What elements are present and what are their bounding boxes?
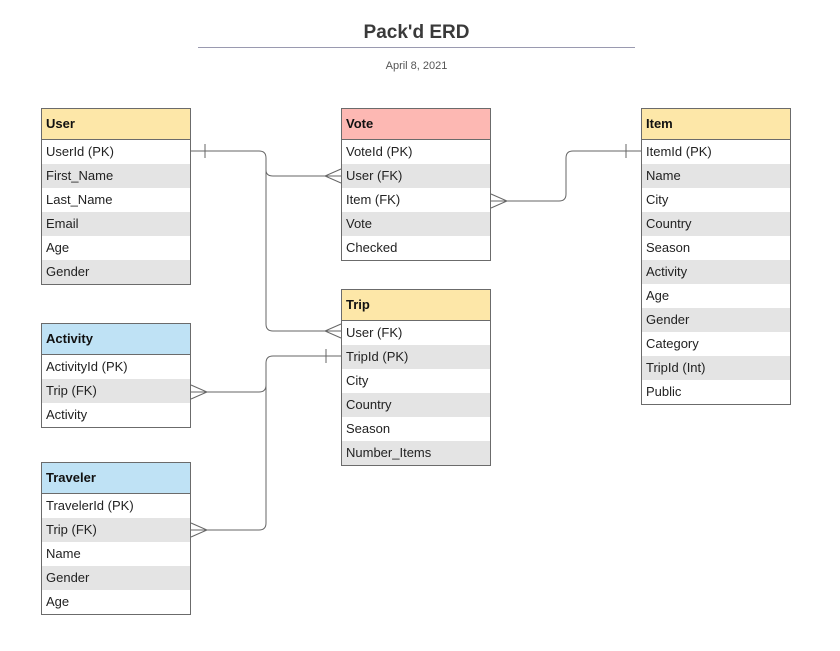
field-row: Age	[46, 594, 70, 609]
field-row: Activity	[46, 407, 88, 422]
entity-vote[interactable]: Vote VoteId (PK) User (FK) Item (FK) Vot…	[341, 108, 491, 261]
crowfoot-marker	[490, 193, 509, 209]
diagram-title: Pack'd ERD	[198, 22, 635, 48]
field-row: City	[346, 373, 369, 388]
field-row: Gender	[42, 260, 190, 284]
relationship-user-vote[interactable]	[191, 150, 341, 177]
field-row: TravelerId (PK)	[46, 498, 134, 513]
field-row: Name	[642, 164, 790, 188]
entity-traveler[interactable]: Traveler TravelerId (PK) Trip (FK) Name …	[41, 462, 191, 615]
entity-header: Trip	[342, 290, 490, 321]
field-row: City	[646, 192, 669, 207]
field-row: First_Name	[42, 164, 190, 188]
field-row: Country	[642, 212, 790, 236]
entity-header: Item	[642, 109, 790, 140]
field-row: Last_Name	[46, 192, 113, 207]
relationship-item-vote[interactable]	[491, 150, 641, 202]
field-row: TripId (PK)	[342, 345, 490, 369]
crowfoot-marker	[190, 384, 209, 400]
entity-user[interactable]: User UserId (PK) First_Name Last_Name Em…	[41, 108, 191, 285]
entity-header: Activity	[42, 324, 190, 355]
entity-item[interactable]: Item ItemId (PK) Name City Country Seaso…	[641, 108, 791, 405]
field-row: ItemId (PK)	[646, 144, 712, 159]
field-row: User (FK)	[342, 164, 490, 188]
field-row: Category	[646, 336, 699, 351]
field-row: Age	[46, 240, 70, 255]
entity-activity[interactable]: Activity ActivityId (PK) Trip (FK) Activ…	[41, 323, 191, 428]
field-row: Season	[346, 421, 391, 436]
crowfoot-marker	[323, 168, 342, 184]
field-row: Checked	[346, 240, 398, 255]
relationship-trip-traveler[interactable]	[191, 385, 267, 531]
field-row: TripId (Int)	[642, 356, 790, 380]
field-row: Number_Items	[342, 441, 490, 465]
field-row: Vote	[342, 212, 490, 236]
field-row: UserId (PK)	[46, 144, 114, 159]
field-row: Season	[646, 240, 691, 255]
crowfoot-marker	[323, 323, 342, 339]
entity-trip[interactable]: Trip User (FK) TripId (PK) City Country …	[341, 289, 491, 466]
field-row: Gender	[642, 308, 790, 332]
field-row: Trip (FK)	[42, 518, 190, 542]
field-row: Activity	[642, 260, 790, 284]
field-row: Age	[646, 288, 670, 303]
relationship-user-trip[interactable]	[265, 170, 341, 332]
field-row: VoteId (PK)	[346, 144, 413, 159]
entity-header: User	[42, 109, 190, 140]
entity-header: Traveler	[42, 463, 190, 494]
entity-header: Vote	[342, 109, 490, 140]
diagram-date: April 8, 2021	[385, 60, 448, 72]
field-row: Gender	[42, 566, 190, 590]
field-row: User (FK)	[346, 325, 403, 340]
field-row: Public	[646, 384, 682, 399]
field-row: Country	[342, 393, 490, 417]
crowfoot-marker	[190, 522, 209, 538]
relationship-trip-activity[interactable]	[191, 355, 341, 393]
field-row: ActivityId (PK)	[46, 359, 128, 374]
field-row: Item (FK)	[346, 192, 401, 207]
field-row: Trip (FK)	[42, 379, 190, 403]
field-row: Name	[46, 546, 81, 561]
field-row: Email	[42, 212, 190, 236]
